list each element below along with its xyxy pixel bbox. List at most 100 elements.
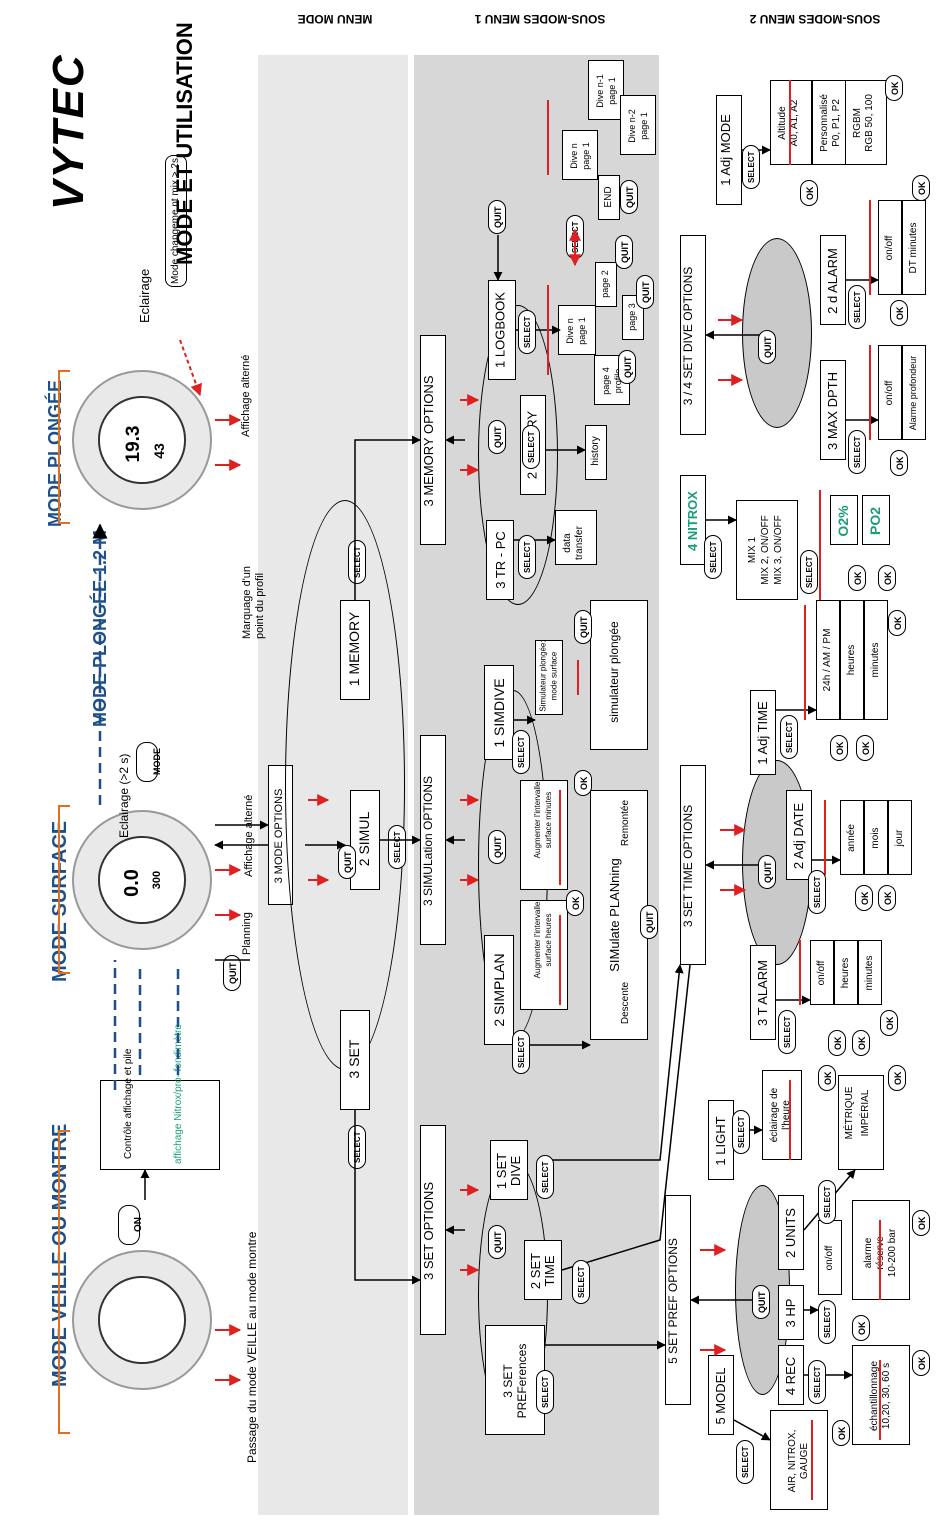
on-button[interactable]: ON bbox=[118, 1205, 144, 1245]
quit-button[interactable]: QUIT bbox=[618, 350, 636, 384]
quit-button[interactable]: QUIT bbox=[752, 1285, 770, 1319]
ok-button[interactable]: OK bbox=[828, 1030, 846, 1056]
remontee-label: Remontée bbox=[620, 799, 631, 847]
hp-box[interactable]: 3 HP bbox=[778, 1285, 804, 1340]
select-button[interactable]: SELECT bbox=[518, 310, 536, 354]
end-label: END bbox=[603, 186, 614, 208]
ok-button[interactable]: OK bbox=[880, 1010, 898, 1036]
units-box[interactable]: 2 UNITS bbox=[778, 1195, 804, 1270]
ok-button[interactable]: OK bbox=[800, 180, 818, 206]
adj-mode-box[interactable]: 1 Adj MODE bbox=[716, 95, 742, 205]
select-button[interactable]: SELECT bbox=[732, 1110, 750, 1154]
ok-button[interactable]: OK bbox=[912, 1210, 930, 1236]
quit-button[interactable]: QUIT bbox=[488, 830, 506, 864]
ok-button[interactable]: OK bbox=[830, 735, 848, 761]
select-button[interactable]: SELECT bbox=[388, 825, 406, 869]
page2-box: page 2 bbox=[595, 262, 617, 307]
tr-pc-box[interactable]: 3 TR - PC bbox=[486, 520, 514, 600]
select-button[interactable]: SELECT bbox=[818, 1300, 836, 1344]
select-button[interactable]: SELECT bbox=[780, 715, 798, 759]
ok-button[interactable]: OK bbox=[890, 450, 908, 476]
select-button[interactable]: SELECT bbox=[800, 550, 818, 594]
light-box[interactable]: 1 LIGHT bbox=[708, 1100, 734, 1180]
select-button[interactable]: SELECT bbox=[536, 1370, 554, 1414]
ok-button[interactable]: OK bbox=[912, 175, 930, 201]
set-dive-options-box: 3 / 4 SET DIVE OPTIONS bbox=[680, 235, 706, 435]
quit-button[interactable]: QUIT bbox=[488, 420, 506, 454]
simul-box[interactable]: 2 SIMUL bbox=[350, 790, 380, 890]
d-alarm-box[interactable]: 2 d ALARM bbox=[820, 235, 846, 325]
select-button[interactable]: SELECT bbox=[518, 535, 536, 579]
select-button[interactable]: SELECT bbox=[572, 1260, 590, 1304]
select-button[interactable]: SELECT bbox=[808, 1360, 826, 1404]
ok-button[interactable]: OK bbox=[832, 1420, 850, 1446]
eclairage-label: Eclairage bbox=[137, 268, 152, 323]
quit-button[interactable]: QUIT bbox=[223, 955, 241, 991]
simdive-box[interactable]: 1 SIMDIVE bbox=[484, 665, 514, 760]
ok-button[interactable]: OK bbox=[852, 1030, 870, 1056]
ok-button[interactable]: OK bbox=[856, 735, 874, 761]
quit-button[interactable]: QUIT bbox=[488, 1225, 506, 1259]
model-box[interactable]: 5 MODEL bbox=[708, 1355, 734, 1435]
quit-button[interactable]: QUIT bbox=[636, 275, 654, 309]
nitrox-box[interactable]: 4 NITROX bbox=[680, 475, 706, 565]
ok-button[interactable]: OK bbox=[855, 885, 873, 911]
alarme-prof-box: Alarme profondeur bbox=[902, 345, 926, 440]
ok-button[interactable]: OK bbox=[574, 770, 592, 796]
quit-button[interactable]: QUIT bbox=[338, 845, 356, 879]
quit-button[interactable]: QUIT bbox=[758, 855, 776, 889]
set-box[interactable]: 3 SET bbox=[340, 1010, 370, 1110]
echantillonnage-line: échantillonnage bbox=[869, 1360, 880, 1432]
d-alarm-label: 2 d ALARM bbox=[825, 248, 840, 314]
simplan-box[interactable]: 2 SIMPLAN bbox=[484, 935, 514, 1045]
select-button[interactable]: SELECT bbox=[512, 730, 530, 774]
t-alarm-box[interactable]: 3 T ALARM bbox=[750, 945, 776, 1040]
adj-date-box[interactable]: 2 Adj DATE bbox=[786, 790, 812, 880]
quit-button[interactable]: QUIT bbox=[574, 610, 592, 644]
ok-button[interactable]: OK bbox=[878, 885, 896, 911]
ok-button[interactable]: OK bbox=[912, 1350, 930, 1376]
ok-button[interactable]: OK bbox=[818, 1065, 836, 1091]
select-button[interactable]: SELECT bbox=[536, 1155, 554, 1199]
quit-button[interactable]: QUIT bbox=[615, 235, 633, 269]
ok-button[interactable]: OK bbox=[888, 1065, 906, 1091]
select-button[interactable]: SELECT bbox=[348, 1125, 366, 1169]
ok-button[interactable]: OK bbox=[566, 890, 584, 916]
ok-button[interactable]: OK bbox=[878, 565, 896, 591]
eclairage-heure-line: éclairage de bbox=[769, 1087, 780, 1143]
select-button[interactable]: SELECT bbox=[742, 145, 760, 189]
select-button[interactable]: SELECT bbox=[522, 425, 540, 469]
select-button[interactable]: SELECT bbox=[848, 285, 866, 329]
quit-button[interactable]: QUIT bbox=[620, 180, 638, 214]
memory-box[interactable]: 1 MEMORY bbox=[340, 600, 370, 700]
quit-button[interactable]: QUIT bbox=[758, 330, 776, 364]
quit-button[interactable]: QUIT bbox=[640, 905, 658, 939]
metrique-box: MÉTRIQUE IMPÉRIAL bbox=[838, 1075, 884, 1170]
ok-button[interactable]: OK bbox=[848, 565, 866, 591]
ok-button[interactable]: OK bbox=[890, 300, 908, 326]
adj-time-box[interactable]: 1 Adj TIME bbox=[750, 690, 776, 775]
select-button[interactable]: SELECT bbox=[512, 1030, 530, 1074]
ok-button[interactable]: OK bbox=[888, 610, 906, 636]
mode-button[interactable]: MODE bbox=[136, 742, 162, 782]
select-button[interactable]: SELECT bbox=[778, 1010, 796, 1054]
select-button[interactable]: SELECT bbox=[818, 1180, 836, 1224]
logbook-box[interactable]: 1 LOGBOOK bbox=[488, 280, 516, 380]
select-button[interactable]: SELECT bbox=[848, 430, 866, 474]
quit-button[interactable]: QUIT bbox=[488, 200, 506, 234]
max-dpth-box[interactable]: 3 MAX DPTH bbox=[820, 360, 846, 460]
select-button[interactable]: SELECT bbox=[566, 215, 584, 259]
select-button[interactable]: SELECT bbox=[736, 1440, 754, 1484]
select-button[interactable]: SELECT bbox=[348, 540, 366, 584]
air-nitrox-gauge-label: AIR, NITROX,GAUGE bbox=[787, 1419, 815, 1503]
select-button[interactable]: SELECT bbox=[808, 870, 826, 914]
ok-button[interactable]: OK bbox=[852, 1315, 870, 1341]
rec-box[interactable]: 4 REC bbox=[778, 1345, 804, 1405]
watch-face bbox=[98, 1276, 186, 1364]
history-box: history bbox=[585, 425, 607, 480]
select-button[interactable]: SELECT bbox=[704, 535, 722, 579]
ok-button[interactable]: OK bbox=[885, 75, 903, 101]
